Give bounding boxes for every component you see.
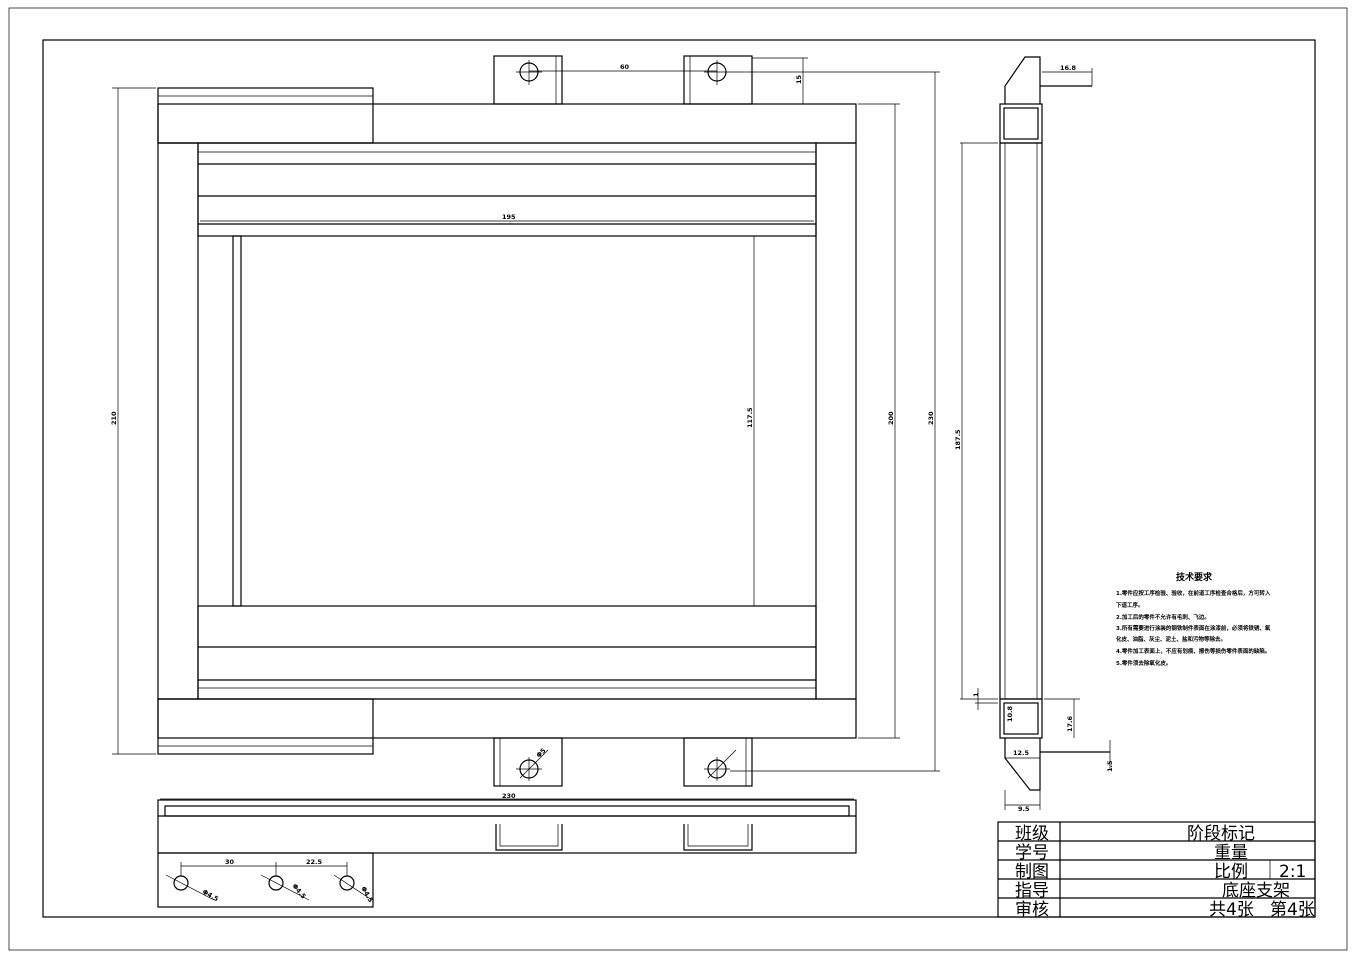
tech-req-line-7: 5.零件须去除氧化皮。 (1116, 659, 1171, 667)
dim-detail-hole-1: Φ4.5 (201, 888, 220, 904)
dim-side-view-height: 187.5 (954, 429, 962, 450)
tech-req-line-1: 1.零件应按工序检验、验收，在前道工序检查合格后，方可转入 (1116, 589, 1271, 597)
tb-student-no-label: 学号 (1015, 843, 1049, 863)
bottom-view: 230 30 22.5 Φ4.5 Φ4.5 Φ4.5 (157, 792, 857, 908)
dim-top-width: 195 (502, 213, 516, 221)
dim-side-bottom-e: 9.5 (1018, 805, 1030, 813)
dim-height-outer: 230 (927, 411, 935, 425)
tb-scale-value: 2:1 (1279, 862, 1306, 882)
title-block: 班级 学号 制图 指导 审核 阶段标记 重量 比例 2:1 底座支架 共4张 第… (997, 821, 1316, 920)
dim-side-bottom-b: 17.6 (1066, 715, 1074, 732)
tb-weight-label: 重量 (1214, 843, 1248, 863)
tech-requirements-title: 技术要求 (1176, 571, 1213, 583)
tech-req-line-2: 下道工序。 (1116, 601, 1144, 609)
dim-inner-height: 117.5 (746, 407, 754, 428)
tb-stage-mark-label: 阶段标记 (1187, 824, 1255, 844)
tb-sheet-info: 共4张 第4张 (1209, 900, 1315, 920)
tech-req-line-4: 3.所有需要进行涂装的钢铁制件表面在涂漆前，必须将铁锈、氧 (1116, 624, 1271, 632)
tb-drawn-label: 制图 (1015, 862, 1049, 882)
dim-tab-spacing: 60 (620, 63, 630, 71)
dim-side-bottom-f: 1 (972, 692, 980, 697)
sheet-border-outer (8, 7, 1348, 951)
tech-requirements: 技术要求 1.零件应按工序检验、验收，在前道工序检查合格后，方可转入 下道工序。… (1116, 571, 1271, 667)
tech-req-line-6: 4.零件加工表面上，不应有划痕、擦伤等损伤零件表面的缺陷。 (1116, 647, 1270, 655)
dim-detail-spacing-2: 22.5 (306, 858, 323, 866)
front-view: 195 210 200 230 117.5 60 15 Φ5 (110, 55, 940, 787)
dim-bottom-tab-hole: Φ5 (535, 746, 548, 759)
dim-side-bottom-a: 10.8 (1006, 705, 1014, 722)
dim-side-top-offset: 16.8 (1060, 64, 1077, 72)
sheet-border-inner (42, 39, 1316, 918)
dim-side-bottom-d: 1.5 (1106, 760, 1114, 772)
dim-side-bottom-c: 12.5 (1013, 749, 1030, 757)
tb-part-name: 底座支架 (1222, 881, 1290, 901)
dim-height-left: 210 (110, 411, 118, 425)
dim-tab-height: 15 (795, 74, 803, 84)
tb-scale-label: 比例 (1214, 862, 1248, 882)
tb-review-label: 审核 (1015, 900, 1049, 920)
side-view: 16.8 187.5 10.8 17.6 12.5 1.5 9.5 1 (954, 56, 1114, 813)
dim-detail-spacing-1: 30 (225, 858, 235, 866)
tech-req-line-3: 2.加工后的零件不允许有毛刺、飞边。 (1116, 613, 1210, 621)
tb-guide-label: 指导 (1015, 881, 1049, 901)
dim-bottom-view-width: 230 (502, 792, 516, 800)
tb-class-label: 班级 (1015, 824, 1049, 844)
dim-height-right: 200 (887, 411, 895, 425)
tech-req-line-5: 化皮、油脂、灰尘、泥土、盐和污物等除去。 (1116, 635, 1226, 643)
